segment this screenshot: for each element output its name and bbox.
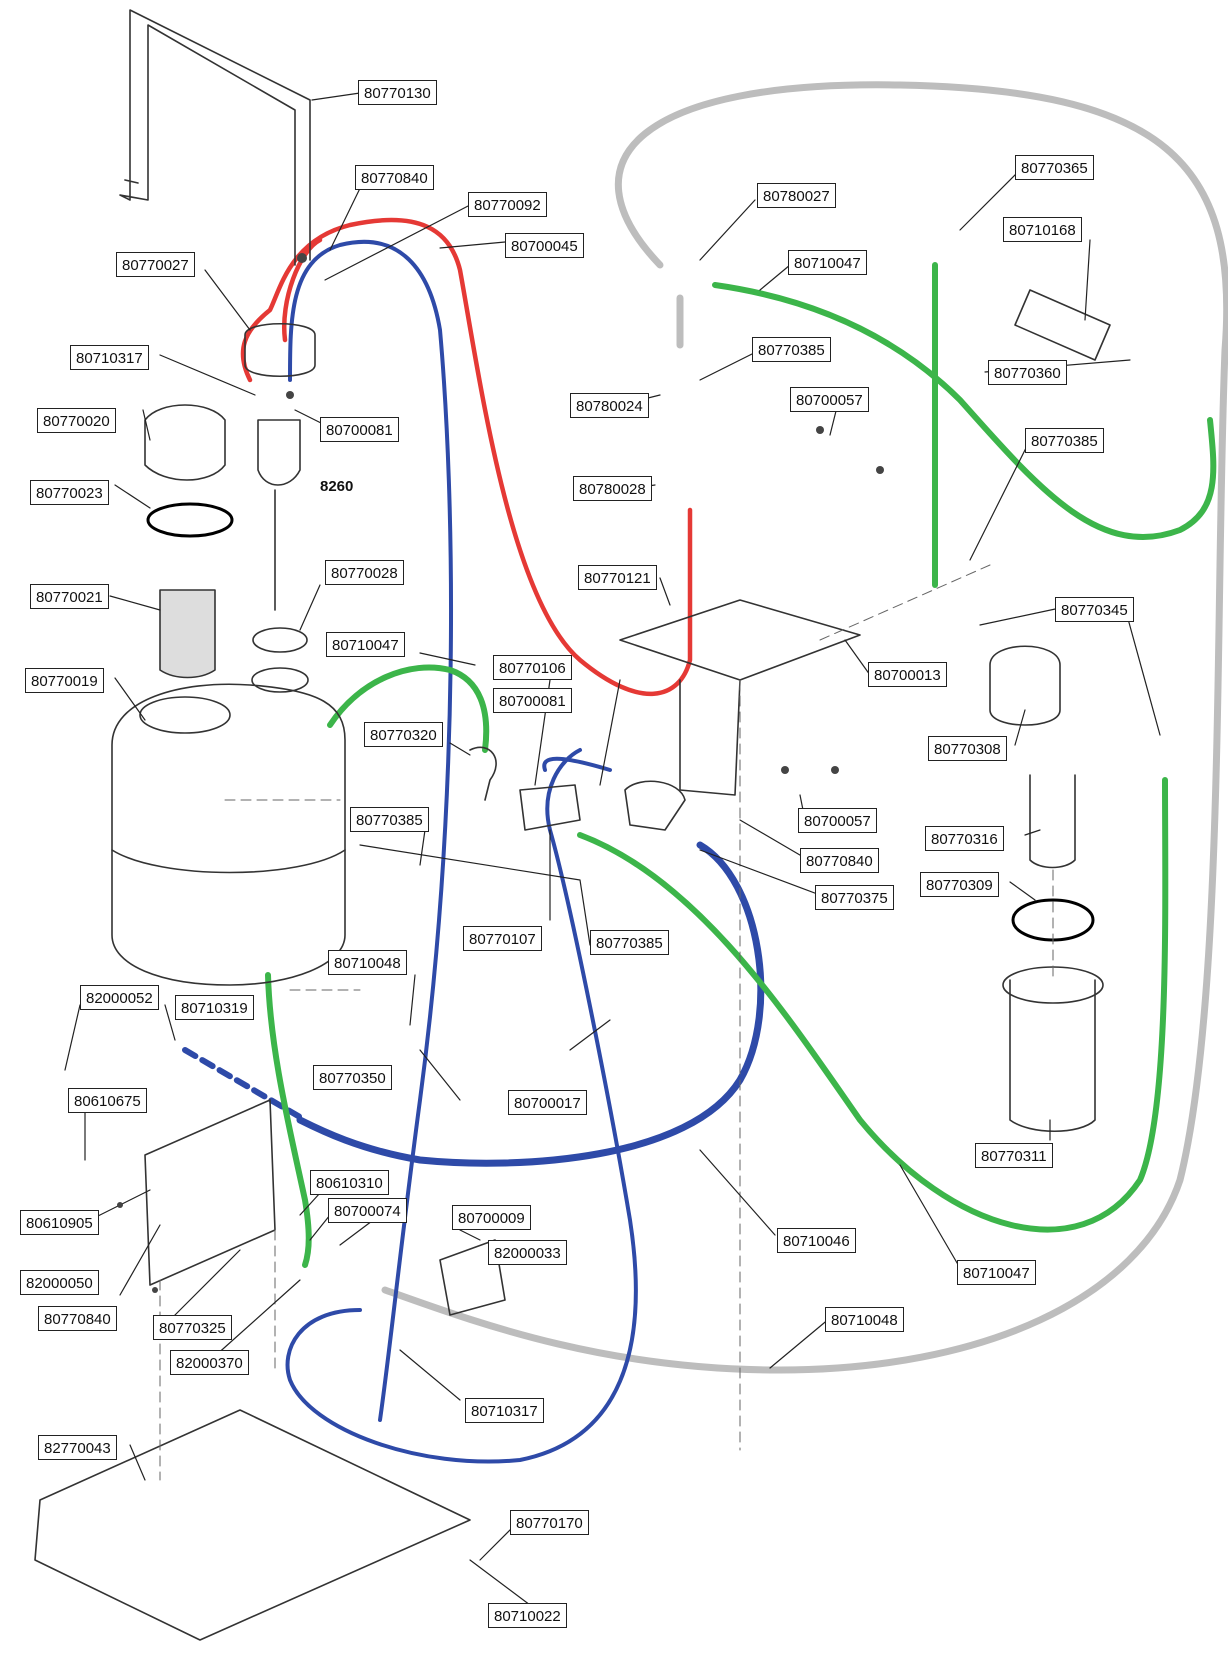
part-label: 82000370 — [170, 1350, 249, 1375]
part-label: 80770092 — [468, 192, 547, 217]
solenoid-valve — [439, 1239, 506, 1316]
gray-tube-loop — [381, 81, 1228, 1374]
part-label: 80770325 — [153, 1315, 232, 1340]
part-label: 80770309 — [920, 872, 999, 897]
part-label: 80700074 — [328, 1198, 407, 1223]
part-label: 80710168 — [1003, 217, 1082, 242]
valve-body — [624, 780, 686, 831]
part-label: 80770170 — [510, 1510, 589, 1535]
part-label: 80700081 — [320, 417, 399, 442]
part-label: 80770365 — [1015, 155, 1094, 180]
part-label: 82000050 — [20, 1270, 99, 1295]
part-label: 80770019 — [25, 668, 104, 693]
red-tube — [240, 217, 693, 697]
part-label: 80770350 — [313, 1065, 392, 1090]
blue-tube-lower — [285, 748, 638, 1464]
part-label: 80770375 — [815, 885, 894, 910]
part-label: 80710047 — [957, 1260, 1036, 1285]
part-label: 80770840 — [355, 165, 434, 190]
mounting-plate — [144, 1099, 276, 1286]
part-label: 80710046 — [777, 1228, 856, 1253]
green-tube-lower-left — [265, 972, 312, 1268]
part-label: 80770345 — [1055, 597, 1134, 622]
part-label: 80710317 — [465, 1398, 544, 1423]
part-label: 80770320 — [364, 722, 443, 747]
red-tube-upper — [281, 237, 323, 343]
part-label: 80770840 — [800, 848, 879, 873]
wall-bracket — [119, 9, 311, 266]
part-label: 80700081 — [493, 688, 572, 713]
tank-band — [111, 849, 346, 874]
part-label: 80770311 — [975, 1143, 1053, 1168]
tank-cap — [144, 404, 226, 481]
part-label: 80780027 — [757, 183, 836, 208]
blue-tube-short — [542, 756, 612, 772]
y-filter — [989, 645, 1061, 726]
part-label: 82770043 — [38, 1435, 117, 1460]
filter-bowl — [1009, 979, 1096, 1133]
blue-tube-thick — [296, 841, 765, 1167]
inline-filter — [1014, 289, 1111, 361]
part-label: 80770840 — [38, 1306, 117, 1331]
part-label: 80710048 — [328, 950, 407, 975]
part-label: 80770360 — [988, 360, 1067, 385]
part-label: 80780028 — [573, 476, 652, 501]
part-label: 80710047 — [326, 632, 405, 657]
part-label: 80700017 — [508, 1090, 587, 1115]
part-label: 80770385 — [350, 807, 429, 832]
part-label: 80770385 — [590, 930, 669, 955]
part-label: 80770027 — [116, 252, 195, 277]
elbow-fitting — [469, 746, 497, 801]
part-label: 80610905 — [20, 1210, 99, 1235]
base-tray — [34, 1409, 471, 1641]
part-label: 80700013 — [868, 662, 947, 687]
strainer — [159, 589, 216, 679]
right-bracket — [619, 599, 861, 796]
part-label: 80610310 — [310, 1170, 389, 1195]
part-label: 80710048 — [825, 1307, 904, 1332]
part-label: 80780024 — [570, 393, 649, 418]
part-label: 80710047 — [788, 250, 867, 275]
filter-cartridge — [1029, 774, 1076, 869]
part-label: 80770021 — [30, 584, 109, 609]
tank-neck — [139, 696, 231, 734]
part-label: 80700057 — [798, 808, 877, 833]
green-tube-right-long — [577, 777, 1169, 1233]
part-label: 80700009 — [452, 1205, 531, 1230]
tank-body — [111, 683, 346, 986]
part-label: 80710319 — [175, 995, 254, 1020]
part-label: 80710022 — [488, 1603, 567, 1628]
part-number-plain: 8260 — [320, 478, 354, 495]
part-label: 82000033 — [488, 1240, 567, 1265]
part-label: 80770020 — [37, 408, 116, 433]
part-label: 80770107 — [463, 926, 542, 951]
part-label: 82000052 — [80, 985, 159, 1010]
part-label: 80710317 — [70, 345, 149, 370]
part-label: 80770023 — [30, 480, 109, 505]
part-label: 80770308 — [928, 736, 1007, 761]
float-housing — [244, 322, 316, 378]
part-label: 80770385 — [1025, 428, 1104, 453]
part-label: 80770106 — [493, 655, 572, 680]
part-label: 80770121 — [578, 565, 657, 590]
level-probe — [257, 419, 301, 611]
part-label: 80700045 — [505, 233, 584, 258]
washer — [252, 627, 308, 653]
part-label: 80770028 — [325, 560, 404, 585]
tee-manifold — [519, 784, 581, 831]
green-tube-top — [712, 282, 1217, 541]
part-label: 80770385 — [752, 337, 831, 362]
part-label: 80770316 — [925, 826, 1004, 851]
o-ring — [146, 502, 234, 538]
part-label: 80610675 — [68, 1088, 147, 1113]
part-label: 80770130 — [358, 80, 437, 105]
tank-port — [251, 667, 309, 693]
blue-tube-dashed — [182, 1047, 308, 1123]
green-tube-tank-top — [327, 664, 490, 753]
part-label: 80700057 — [790, 387, 869, 412]
